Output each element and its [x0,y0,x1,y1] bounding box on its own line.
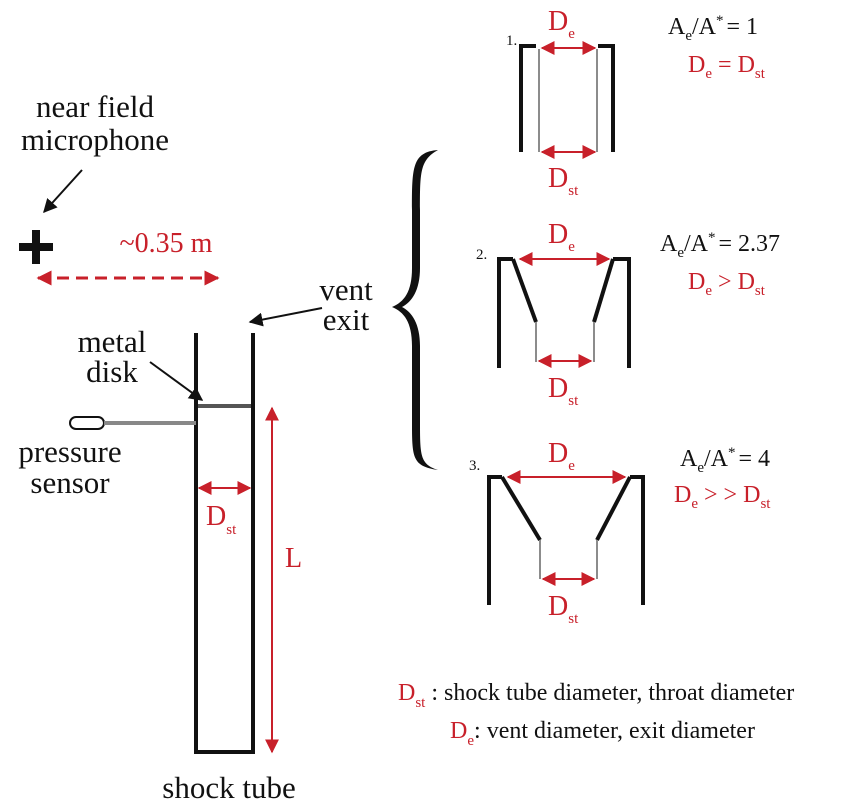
config-1-relation: De = Dst [688,52,766,82]
legend-item-throat: Dst : shock tube diameter, throat diamet… [398,680,794,711]
pressure-sensor-icon [69,416,196,430]
config-3-number: 3. [469,458,480,474]
legend-item-exit: De: vent diameter, exit diameter [450,718,755,749]
legend: Dst : shock tube diameter, throat diamet… [398,680,794,749]
tube-diameter-label: Dst [206,501,237,538]
pressure-sensor-label-line1: pressure [18,434,121,469]
config-3-nozzle [487,475,645,605]
config-3-relation: De > > Dst [674,482,771,512]
metal-disk-pointer-arrow [149,361,204,401]
config-3-area-ratio: Ae/A*= 4 [680,445,770,476]
pressure-sensor-label-line2: sensor [30,465,110,500]
config-2-nozzle [497,257,631,368]
config-2-number: 2. [476,247,487,263]
metal-disk-label-line2: disk [86,354,138,389]
distance-label: ~0.35 m [120,228,213,259]
config-1-nozzle [519,44,615,152]
config-1-throat-label: Dst [548,163,579,199]
config-3: 3. De Dst Ae/A*= 4 De > > Dst [469,438,771,627]
shock-tube-caption: shock tube [162,770,295,805]
vent-exit-label-line2: exit [323,302,370,337]
microphone-label-line1: near field [36,89,154,124]
metal-disk-label-line1: metal [78,324,147,359]
vent-exit-label-line1: vent [319,272,373,307]
config-2-relation: De > Dst [688,269,766,299]
config-2-area-ratio: Ae/A*= 2.37 [660,230,780,261]
config-1-number: 1. [506,33,517,49]
config-2-throat-label: Dst [548,373,579,409]
vent-exit-pointer-arrow [248,307,323,327]
shock-tube-body [194,333,255,754]
config-1: 1. De Dst Ae/A*= 1 De = Dst [506,6,766,199]
config-1-exit-label: De [548,6,575,42]
config-1-area-ratio: Ae/A*= 1 [668,13,758,44]
microphone-label-line2: microphone [21,122,169,157]
config-3-exit-label: De [548,438,575,474]
config-2: 2. De Dst Ae/A*= 2.37 De > Dst [476,219,780,409]
config-3-throat-label: Dst [548,591,579,627]
grouping-brace [392,150,438,470]
shock-tube-setup: near field microphone ~0.35 m vent exit … [18,89,373,805]
config-2-exit-label: De [548,219,575,255]
tube-length-label: L [285,543,302,574]
microphone-pointer-arrow [43,169,83,214]
microphone-marker-icon [19,230,53,264]
